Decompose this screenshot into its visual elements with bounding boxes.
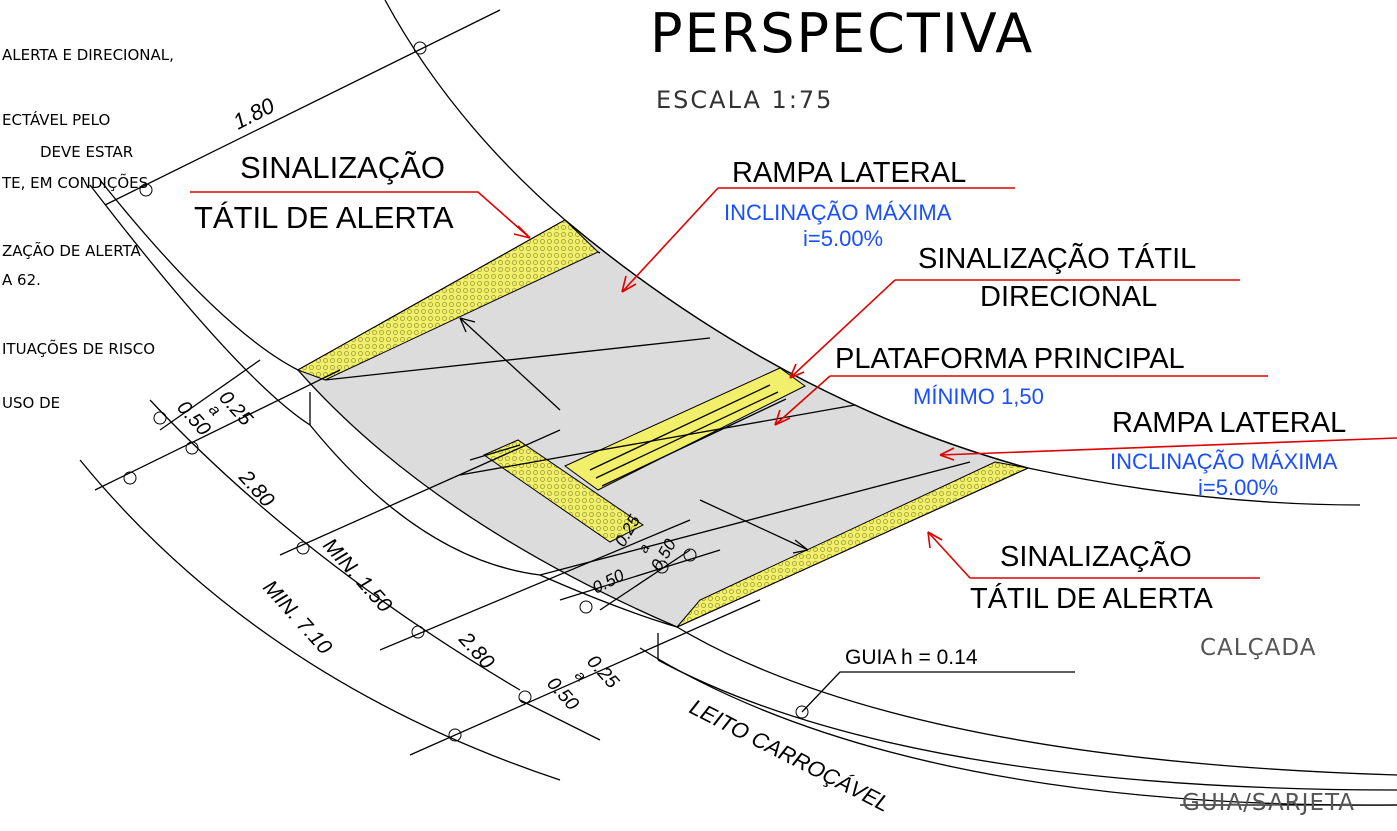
callout-ramp-right-title: RAMPA LATERAL [1112,407,1346,439]
callout-directional-line1: SINALIZAÇÃO TÁTIL [918,241,1196,275]
callout-platform-sub: MÍNIMO 1,50 [913,384,1044,409]
slope-arrows [459,317,809,554]
callout-platform-title: PLATAFORMA PRINCIPAL [835,343,1185,375]
dim-platform-min: MIN. 1.50 [318,534,396,617]
callout-alert-bottom-line1: SINALIZAÇÃO [1000,539,1192,573]
dim-band-top-c: 0.50 [172,397,214,441]
note-line: TE, EM CONDIÇÕES [1,173,148,192]
callout-ramp-left-sub2: i=5.00% [803,226,883,251]
curb-curves [89,0,1397,806]
label-sidewalk: CALÇADA [1200,635,1316,661]
drawing-title: PERSPECTIVA [650,2,1034,65]
note-line: A 62. [2,271,41,289]
dimension-ticks [123,41,809,742]
callout-directional-line2: DIRECIONAL [980,281,1157,313]
callout-ramp-right-sub2: i=5.00% [1198,475,1278,500]
callout-ramp-left-sub1: INCLINAÇÃO MÁXIMA [724,200,952,225]
callout-curb-height: GUIA h = 0.14 [845,646,978,669]
note-line: USO DE [2,394,60,412]
note-line: ITUAÇÕES DE RISCO [2,339,155,358]
leader-lines [190,187,1397,579]
tactile-directional-band [564,367,806,491]
note-line: ZAÇÃO DE ALERTA [2,241,142,260]
notes-block: ALERTA E DIRECIONAL, ECTÁVEL PELO DEVE E… [1,46,174,412]
tactile-alert-band-bottom [676,461,1030,628]
dim-ramp2: 2.80 [454,627,499,674]
note-line: ECTÁVEL PELO [2,110,110,129]
ramp-division-lines [309,251,971,660]
dim-total-min: MIN. 7.10 [258,576,336,659]
tactile-alert-band-middle [482,439,644,543]
callout-alert-bottom-line2: TÁTIL DE ALERTA [970,582,1213,615]
callout-ramp-left-title: RAMPA LATERAL [732,157,966,189]
note-line: DEVE ESTAR [40,143,133,161]
callout-alert-top-line2: TÁTIL DE ALERTA [194,200,454,235]
dim-top-width: 1.80 [229,92,279,134]
dimension-lines [79,9,761,781]
curb-leader [801,671,1397,806]
callout-alert-top-line1: SINALIZAÇÃO [240,150,445,185]
note-line: ALERTA E DIRECIONAL, [2,46,174,64]
label-gutter: GUIA/SARJETA [1182,790,1355,816]
drawing-scale: ESCALA 1:75 [656,86,833,114]
callout-ramp-right-sub1: INCLINAÇÃO MÁXIMA [1110,449,1338,474]
label-road: LEITO CARROÇÁVEL [686,694,894,817]
